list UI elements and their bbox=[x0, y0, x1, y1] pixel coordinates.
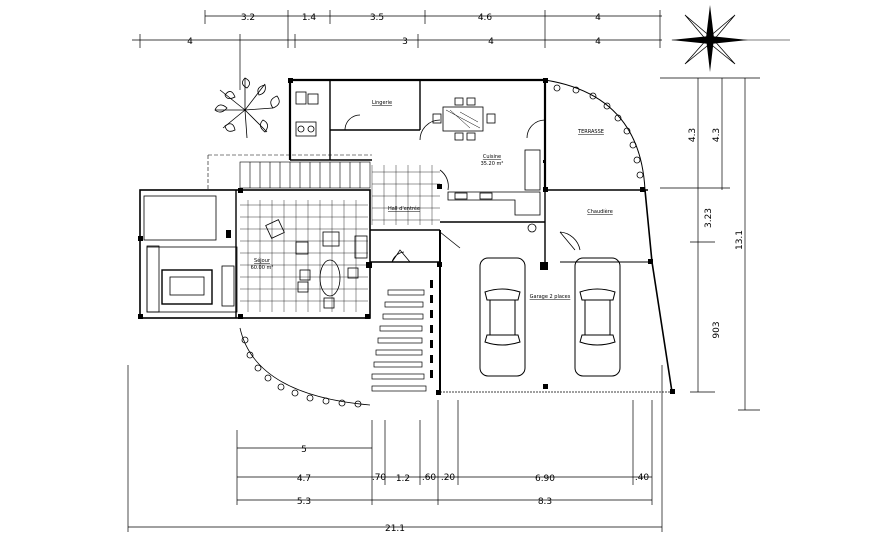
living-room-furniture bbox=[146, 219, 368, 313]
dim-top-7: 3 bbox=[402, 37, 408, 47]
wc-fixtures bbox=[295, 91, 546, 141]
dim-right-1: 4.3 bbox=[688, 128, 698, 142]
room-label-lingerie: Lingerie bbox=[372, 100, 392, 106]
floor-tiles bbox=[240, 165, 440, 312]
dim-bottom-4: 6.90 bbox=[535, 474, 555, 484]
terrace-planters bbox=[553, 84, 644, 179]
room-label-sejour: Séjour bbox=[254, 257, 271, 264]
dim-bottom-s4: .40 bbox=[635, 473, 650, 483]
dim-top-3: 3.5 bbox=[370, 13, 384, 23]
north-arrow-icon bbox=[671, 5, 790, 72]
dim-top-5: 4 bbox=[595, 13, 601, 23]
right-dimension-lines bbox=[660, 77, 760, 411]
room-area-sejour: 60.00 m² bbox=[251, 265, 274, 271]
building-walls bbox=[139, 78, 673, 395]
dim-top-4: 4.6 bbox=[478, 13, 493, 23]
bollard-posts bbox=[430, 280, 433, 378]
car-left-icon bbox=[479, 257, 526, 377]
dim-bottom-2: 4.7 bbox=[297, 474, 311, 484]
car-right-icon bbox=[574, 257, 621, 377]
room-label-cuisine: Cuisine bbox=[483, 154, 501, 160]
entrance-steps bbox=[371, 289, 427, 392]
dim-bottom-5: 5.3 bbox=[297, 497, 311, 507]
room-label-garage: Garage 2 places bbox=[530, 294, 571, 300]
dim-right-4: 903 bbox=[712, 321, 722, 338]
dim-bottom-s1: .70 bbox=[372, 473, 387, 483]
dim-bottom-s2: .60 bbox=[422, 473, 437, 483]
tree-symbol bbox=[214, 77, 280, 139]
room-area-cuisine: 35.20 m² bbox=[481, 161, 504, 167]
dim-right-5: 13.1 bbox=[735, 230, 745, 250]
dim-top-8: 4 bbox=[488, 37, 494, 47]
garden-planters bbox=[241, 336, 362, 408]
dim-right-2: 4.3 bbox=[712, 128, 722, 142]
room-label-chaudiere: Chaudière bbox=[587, 208, 613, 215]
kitchen-counter bbox=[447, 149, 541, 233]
staircase bbox=[207, 154, 372, 190]
dim-bottom-6: 8.3 bbox=[538, 497, 552, 507]
dim-right-3: 3.23 bbox=[704, 208, 714, 228]
dim-bottom-s3: .20 bbox=[441, 473, 456, 483]
bottom-dimension-lines bbox=[127, 365, 663, 532]
door-swings bbox=[391, 169, 581, 263]
dining-table bbox=[432, 97, 496, 141]
top-dimension-lines bbox=[132, 10, 662, 90]
dim-bottom-3: 1.2 bbox=[396, 474, 410, 484]
dim-bottom-1: 5 bbox=[301, 445, 307, 455]
dim-top-6: 4 bbox=[187, 37, 193, 47]
room-label-terrasse: TERRASSE bbox=[577, 129, 604, 135]
structural-columns bbox=[138, 78, 675, 395]
garden-edge bbox=[239, 327, 371, 406]
dim-overall: 21.1 bbox=[385, 524, 405, 534]
dim-top-1: 3.2 bbox=[241, 13, 255, 23]
dim-top-9: 4 bbox=[595, 37, 601, 47]
room-label-hall: Hall d'entrée bbox=[388, 205, 420, 212]
dim-top-2: 1.4 bbox=[302, 13, 317, 23]
